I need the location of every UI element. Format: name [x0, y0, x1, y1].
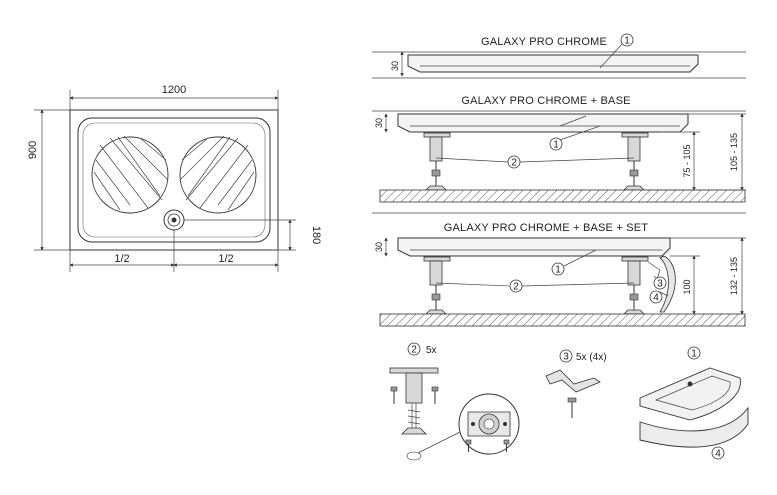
- half-left-label: 1/2: [114, 253, 129, 265]
- base-tray-height-label: 30: [374, 118, 384, 128]
- part-bracket: 3 5x (4x): [545, 349, 607, 418]
- part-bracket-qty: 5x (4x): [576, 352, 607, 363]
- width-dimension: 1200: [69, 84, 279, 112]
- leg-range-label: 75 - 105: [682, 144, 692, 177]
- front-panel-profile: [659, 255, 676, 313]
- quadrant-tray-icon: [639, 367, 741, 421]
- callout-set-tray-1: 1: [555, 265, 561, 276]
- tray-profile: [407, 54, 699, 73]
- front-panel-icon: [639, 406, 749, 448]
- floor-base: [379, 189, 746, 203]
- section-base-title: GALAXY PRO CHROME + BASE: [461, 95, 630, 107]
- bracket-screw-icon: [567, 397, 577, 418]
- set-leg-right: [621, 256, 649, 315]
- part-tray-callout: 1: [691, 349, 697, 360]
- tray-height-label: 30: [390, 61, 400, 71]
- screw-left-icon: [390, 386, 398, 404]
- part-leg-qty: 5x: [426, 345, 437, 356]
- depth-label: 900: [27, 141, 39, 159]
- half-right-label: 1/2: [218, 253, 233, 265]
- leg-left: [423, 132, 451, 191]
- total-range-label: 105 - 135: [729, 133, 739, 171]
- set-tray-height-label: 30: [374, 242, 384, 252]
- section-set-title: GALAXY PRO CHROME + BASE + SET: [444, 222, 649, 234]
- callout-set-leg-2: 2: [513, 282, 519, 293]
- callout-tray-1: 1: [624, 36, 630, 47]
- set-total-range-label: 132 - 135: [729, 257, 739, 295]
- part-panel-callout: 4: [715, 449, 721, 460]
- anti-slip-pattern-right: [179, 135, 257, 214]
- foot-detail: [458, 393, 520, 455]
- part-leg-callout: 2: [411, 345, 417, 356]
- callout-bracket-3: 3: [657, 279, 663, 290]
- part-bracket-callout: 3: [563, 352, 569, 363]
- set-leg-left: [423, 256, 451, 315]
- width-label: 1200: [162, 84, 186, 96]
- section-tray-title: GALAXY PRO CHROME: [481, 36, 607, 48]
- section-base: GALAXY PRO CHROME + BASE 30 2 1: [372, 95, 746, 203]
- screw-right-icon: [431, 386, 439, 404]
- floor-set: [379, 313, 746, 327]
- section-tray: GALAXY PRO CHROME 30 1: [372, 33, 746, 79]
- bracket-icon: [545, 369, 601, 393]
- tray-profile-set: [397, 237, 671, 257]
- callout-panel-4: 4: [653, 293, 659, 304]
- panel-height-label: 100: [682, 279, 692, 294]
- plan-view: 1200 900: [27, 84, 322, 272]
- part-tray-panel: 1 4: [639, 346, 749, 460]
- anti-slip-pattern-left: [91, 135, 169, 214]
- leg-right: [621, 132, 649, 191]
- tray-profile-base: [397, 113, 689, 133]
- drain: [163, 209, 185, 231]
- drain-offset-dimension: 180: [184, 219, 322, 251]
- callout-tray-base-1: 1: [553, 140, 559, 151]
- callout-leg-2: 2: [511, 158, 517, 169]
- drain-offset-label: 180: [310, 226, 322, 244]
- part-leg: 2 5x: [389, 342, 520, 461]
- depth-dimension: 900: [27, 109, 70, 251]
- half-dimensions: 1/2 1/2: [69, 230, 279, 272]
- section-set: GALAXY PRO CHROME + BASE + SET 30 2: [372, 212, 746, 327]
